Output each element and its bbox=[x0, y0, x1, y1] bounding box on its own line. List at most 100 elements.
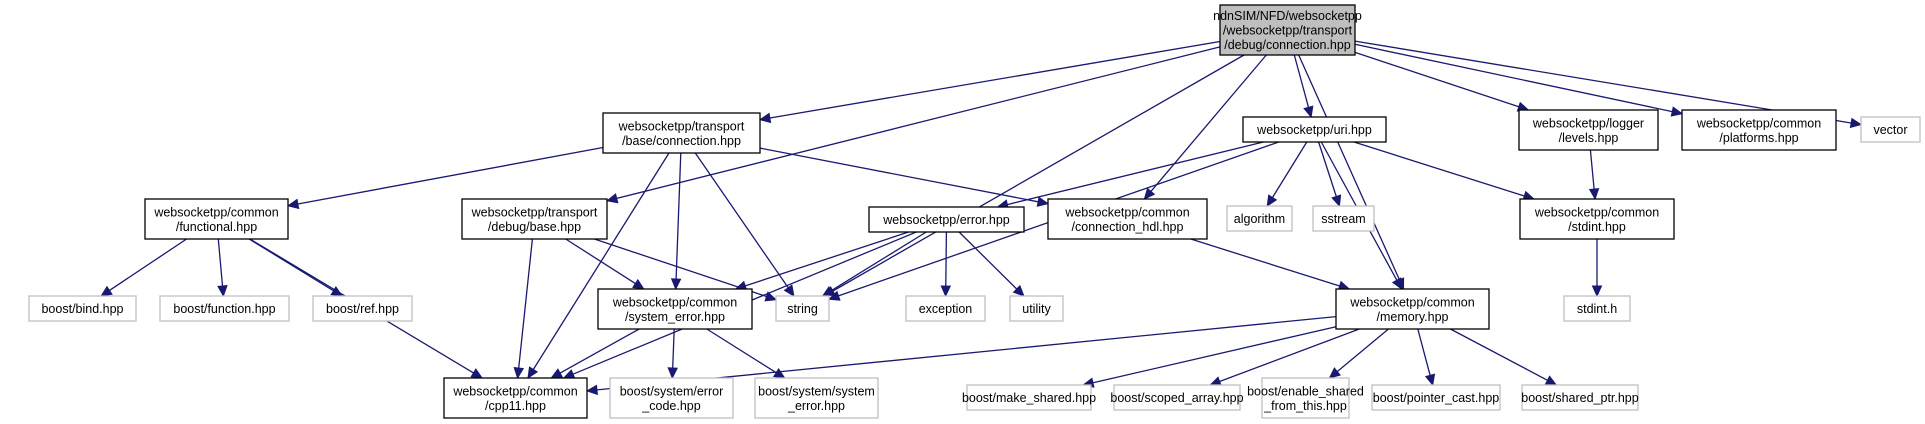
node-box bbox=[754, 377, 879, 419]
node-label: websocketpp/error.hpp bbox=[882, 213, 1010, 227]
node-uri[interactable]: websocketpp/uri.hpp bbox=[1242, 116, 1387, 143]
edge-line bbox=[518, 238, 534, 369]
node-string[interactable]: string bbox=[775, 295, 830, 322]
node-common-functional[interactable]: websocketpp/common/functional.hpp bbox=[144, 198, 289, 240]
edge-root-to-common-connection-hdl bbox=[1143, 54, 1267, 200]
node-common-connection-hdl[interactable]: websocketpp/common/connection_hdl.hpp bbox=[1047, 198, 1208, 240]
node-root[interactable]: ndnSIM/NFD/websocketpp/websocketpp/trans… bbox=[1213, 4, 1362, 56]
node-common-stdint[interactable]: websocketpp/common/stdint.hpp bbox=[1519, 198, 1675, 240]
arrowhead-icon bbox=[513, 367, 525, 380]
arrowhead-icon bbox=[1266, 194, 1278, 208]
node-boost-ref[interactable]: boost/ref.hpp bbox=[312, 295, 413, 322]
node-error[interactable]: websocketpp/error.hpp bbox=[868, 206, 1025, 233]
node-label: boost/enable_shared bbox=[1247, 384, 1364, 398]
edge-common-stdint-to-stdint-h bbox=[1591, 239, 1603, 298]
node-box bbox=[1219, 4, 1356, 56]
node-box bbox=[1681, 109, 1837, 151]
node-label: /memory.hpp bbox=[1376, 310, 1448, 324]
arrowhead-icon bbox=[821, 285, 835, 297]
node-common-platforms[interactable]: websocketpp/common/platforms.hpp bbox=[1681, 109, 1837, 151]
node-stdint-h[interactable]: stdint.h bbox=[1563, 295, 1631, 322]
node-label: utility bbox=[1022, 302, 1051, 316]
node-utility[interactable]: utility bbox=[1009, 295, 1064, 322]
node-label: /debug/connection.hpp bbox=[1224, 38, 1351, 52]
edge-transport-base-connection-to-common-system-error bbox=[670, 152, 682, 291]
node-boost-scoped-array[interactable]: boost/scoped_array.hpp bbox=[1110, 384, 1244, 411]
node-logger-levels[interactable]: websocketpp/logger/levels.hpp bbox=[1518, 109, 1659, 151]
node-box bbox=[1371, 384, 1501, 411]
node-box bbox=[1312, 205, 1375, 232]
node-label: websocketpp/transport bbox=[618, 119, 745, 133]
node-label: websocketpp/transport bbox=[471, 205, 598, 219]
edge-root-to-transport-debug-base bbox=[605, 46, 1221, 204]
arrowhead-icon bbox=[1591, 285, 1603, 298]
edge-common-system-error-to-common-cpp11 bbox=[550, 328, 640, 379]
arrowhead-icon bbox=[1424, 373, 1436, 387]
node-label: /system_error.hpp bbox=[625, 310, 725, 324]
node-common-memory[interactable]: websocketpp/common/memory.hpp bbox=[1335, 288, 1490, 330]
node-box bbox=[159, 295, 290, 322]
node-label: boost/shared_ptr.hpp bbox=[1521, 391, 1638, 405]
edge-line bbox=[1190, 238, 1340, 287]
arrowhead-icon bbox=[764, 291, 778, 302]
node-label: websocketpp/common bbox=[1064, 205, 1189, 219]
node-label: vector bbox=[1873, 123, 1907, 137]
node-label: websocketpp/common bbox=[612, 295, 737, 309]
node-sstream[interactable]: sstream bbox=[1312, 205, 1375, 232]
arrowhead-icon bbox=[772, 367, 786, 379]
arrowhead-icon bbox=[783, 284, 795, 298]
edge-line bbox=[559, 328, 640, 374]
edge-line bbox=[1354, 51, 1520, 108]
node-box bbox=[1242, 116, 1387, 143]
node-transport-base-connection[interactable]: websocketpp/transport/base/connection.hp… bbox=[602, 112, 761, 154]
node-boost-shared-ptr[interactable]: boost/shared_ptr.hpp bbox=[1521, 384, 1639, 411]
edge-line bbox=[616, 46, 1221, 200]
arrowhead-icon bbox=[1328, 367, 1341, 379]
node-box bbox=[868, 206, 1025, 233]
node-box bbox=[443, 377, 588, 419]
edge-line bbox=[744, 231, 909, 287]
node-boost-make-shared[interactable]: boost/make_shared.hpp bbox=[962, 384, 1096, 411]
node-boost-bind[interactable]: boost/bind.hpp bbox=[28, 295, 137, 322]
edge-common-system-error-to-boost-system-error-code bbox=[667, 328, 678, 380]
node-label: boost/system/system bbox=[758, 384, 875, 398]
node-common-system-error[interactable]: websocketpp/common/system_error.hpp bbox=[597, 288, 753, 330]
node-boost-pointer-cast[interactable]: boost/pointer_cast.hpp bbox=[1371, 384, 1501, 411]
node-vector[interactable]: vector bbox=[1860, 116, 1921, 143]
node-box bbox=[1519, 198, 1675, 240]
node-box bbox=[1261, 377, 1350, 419]
node-label: /functional.hpp bbox=[176, 220, 257, 234]
node-transport-debug-base[interactable]: websocketpp/transport/debug/base.hpp bbox=[461, 198, 608, 240]
edge-line bbox=[1417, 328, 1431, 376]
edge-root-to-uri bbox=[1293, 54, 1314, 119]
arrowhead-icon bbox=[670, 278, 682, 291]
node-label: /debug/base.hpp bbox=[488, 220, 581, 234]
edge-error-to-exception bbox=[940, 231, 952, 298]
edge-transport-base-connection-to-common-functional bbox=[286, 146, 604, 210]
node-algorithm[interactable]: algorithm bbox=[1226, 205, 1293, 232]
edge-line bbox=[1293, 54, 1310, 108]
node-box bbox=[1047, 198, 1208, 240]
node-label: /base/connection.hpp bbox=[622, 134, 741, 148]
node-boost-system-error-code[interactable]: boost/system/error_code.hpp bbox=[609, 377, 734, 419]
edge-line bbox=[1353, 141, 1525, 197]
node-boost-function[interactable]: boost/function.hpp bbox=[159, 295, 290, 322]
node-box bbox=[312, 295, 413, 322]
edge-error-to-string bbox=[821, 231, 927, 297]
node-boost-system-system-error[interactable]: boost/system/system_error.hpp bbox=[754, 377, 879, 419]
edge-line bbox=[565, 238, 636, 285]
node-boost-enable-shared-from-this[interactable]: boost/enable_shared_from_this.hpp bbox=[1247, 377, 1364, 419]
arrowhead-icon bbox=[1143, 187, 1156, 200]
node-common-cpp11[interactable]: websocketpp/common/cpp11.hpp bbox=[443, 377, 588, 419]
node-label: boost/system/error bbox=[620, 384, 724, 398]
edge-line bbox=[958, 231, 1018, 290]
edge-line bbox=[1219, 328, 1360, 383]
node-label: websocketpp/uri.hpp bbox=[1256, 123, 1372, 137]
node-box bbox=[602, 112, 761, 154]
edge-common-functional-to-boost-function bbox=[217, 238, 228, 298]
node-label: /websocketpp/transport bbox=[1223, 24, 1353, 38]
edge-line bbox=[1007, 141, 1264, 206]
node-box bbox=[1009, 295, 1064, 322]
arrowhead-icon bbox=[1391, 277, 1403, 291]
node-exception[interactable]: exception bbox=[905, 295, 986, 322]
